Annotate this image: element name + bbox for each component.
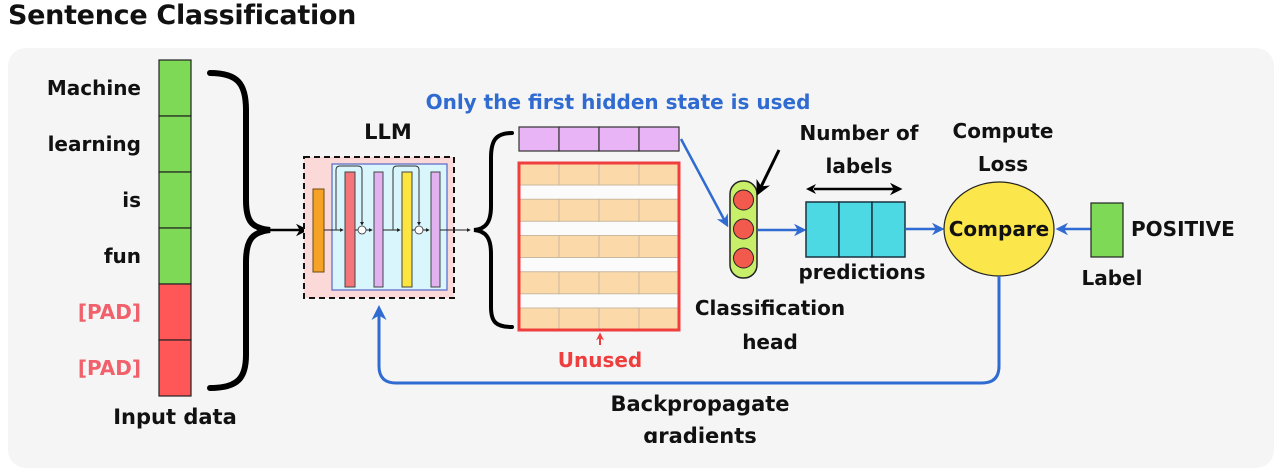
llm-block	[303, 156, 471, 299]
unused-state-cell	[598, 235, 640, 258]
llm-label: LLM	[364, 120, 412, 144]
unused-state-cell	[558, 271, 600, 295]
neuron-icon	[733, 189, 754, 211]
backprop-label-line1: Backpropagate	[610, 392, 789, 416]
word-token-label: Machine	[47, 76, 141, 100]
unused-state-cell	[518, 307, 560, 331]
prediction-cell	[871, 201, 906, 258]
input-token-column: Machine learning is fun [PAD] [PAD]	[47, 59, 192, 397]
classification-head-label-2: head	[742, 330, 798, 354]
unused-state-cell	[598, 198, 640, 222]
neuron-icon	[733, 247, 754, 269]
residual-add-icon-2	[414, 225, 424, 235]
compare-label: Compare	[949, 217, 1050, 241]
residual-add-icon	[357, 225, 367, 235]
unused-state-cell	[558, 162, 600, 186]
backprop-arrow	[371, 276, 1001, 385]
word-token-label: learning	[48, 132, 141, 156]
target-label-caption: Label	[1082, 266, 1143, 290]
unused-state-cell	[518, 235, 560, 258]
norm-layer-2	[430, 171, 441, 288]
classification-head	[729, 180, 758, 279]
head-pointer-arrow	[756, 149, 781, 196]
unused-label: Unused	[558, 348, 643, 372]
unused-state-cell	[558, 235, 600, 258]
num-labels-line1: Number of	[800, 121, 919, 145]
predictions-label: predictions	[798, 260, 925, 284]
unused-hidden-states	[517, 161, 681, 332]
unused-state-cell	[638, 162, 680, 186]
prediction-cell	[838, 201, 873, 258]
first-state-cell	[558, 126, 600, 152]
first-hidden-state-note: Only the first hidden state is used	[426, 90, 811, 114]
word-token-cell	[158, 171, 192, 229]
embedding-layer	[312, 188, 325, 273]
unused-state-cell	[638, 235, 680, 258]
prediction-vector	[805, 201, 906, 258]
pad-token-label: [PAD]	[78, 300, 141, 324]
pad-token-cell	[158, 339, 192, 397]
backprop-label-line2: gradients	[643, 424, 757, 443]
unused-state-cell	[518, 271, 560, 295]
unused-states-border	[517, 161, 681, 332]
input-brace	[207, 70, 271, 391]
unused-state-cell	[638, 198, 680, 222]
attention-layer	[344, 171, 356, 288]
unused-state-cell	[598, 307, 640, 331]
word-token-cell	[158, 59, 192, 117]
prediction-cell	[805, 201, 840, 258]
input-data-caption: Input data	[113, 405, 237, 429]
unused-state-cell	[638, 307, 680, 331]
first-hidden-state	[518, 126, 680, 152]
pad-token-cell	[158, 283, 192, 341]
unused-state-cell	[518, 198, 560, 222]
page-title: Sentence Classification	[8, 0, 357, 31]
unused-state-cell	[558, 198, 600, 222]
word-token-cell	[158, 227, 192, 285]
unused-state-cell	[598, 162, 640, 186]
first-state-cell	[598, 126, 640, 152]
first-state-to-head-arrow	[679, 138, 729, 228]
neuron-icon	[733, 218, 754, 240]
word-token-label: fun	[104, 244, 141, 268]
unused-state-cell	[558, 307, 600, 331]
norm-layer	[373, 171, 384, 288]
first-state-cell	[638, 126, 680, 152]
compute-loss-line2: Loss	[978, 152, 1028, 176]
word-token-label: is	[122, 188, 141, 212]
num-labels-line2: labels	[826, 154, 893, 178]
compute-loss-line1: Compute	[953, 119, 1054, 143]
word-token-cell	[158, 115, 192, 173]
pad-token-label: [PAD]	[78, 356, 141, 380]
target-label-value: POSITIVE	[1131, 217, 1235, 241]
unused-state-cell	[638, 271, 680, 295]
diagram-canvas: Machine learning is fun [PAD] [PAD] Input dat…	[47, 59, 1235, 443]
unused-state-cell	[518, 162, 560, 186]
first-state-cell	[518, 126, 560, 152]
unused-state-cell	[598, 271, 640, 295]
hidden-states-brace	[473, 131, 514, 329]
ffn-layer	[401, 171, 413, 288]
classification-head-label-1: Classification	[695, 296, 845, 320]
target-label-box	[1090, 202, 1124, 258]
